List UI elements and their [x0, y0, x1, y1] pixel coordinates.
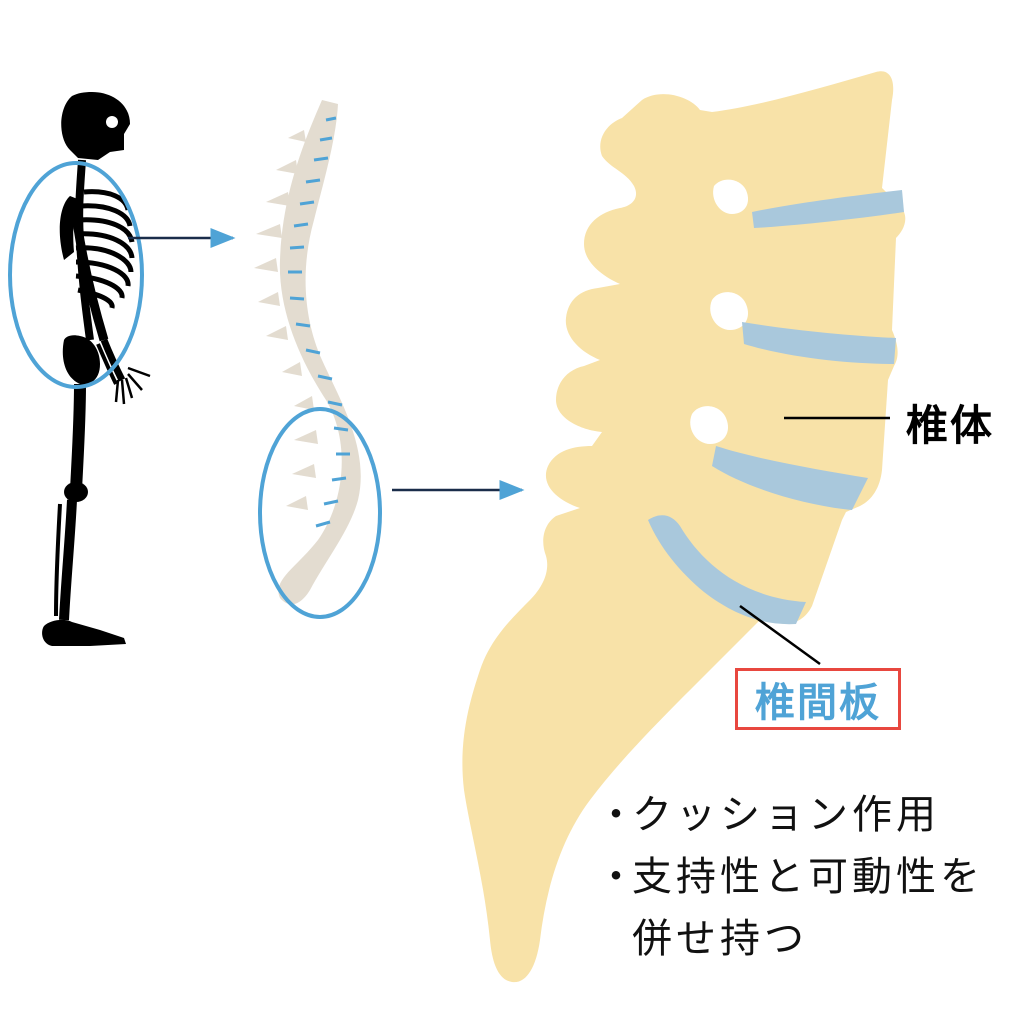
leader-intervertebral-disc — [739, 604, 821, 666]
intervertebral-disc-label-box: 椎間板 — [735, 668, 901, 730]
spine-column — [254, 100, 361, 605]
bullet: ・ — [596, 854, 640, 900]
note-item: ・クッション作用 — [596, 784, 984, 846]
note-item: ・支持性と可動性を — [596, 846, 984, 908]
vertebral-body-label: 椎体 — [906, 401, 995, 450]
note-text: 支持性と可動性を — [632, 854, 984, 900]
skeleton-side-view — [42, 92, 151, 646]
vertebrae-bone — [462, 71, 906, 983]
note-item: 併せ持つ — [596, 908, 984, 970]
lumbar-highlight-ring — [258, 407, 382, 619]
intervertebral-disc-label: 椎間板 — [755, 680, 881, 726]
notes-list: ・クッション作用 ・支持性と可動性を 併せ持つ — [596, 784, 984, 970]
lumbar-spine-closeup — [462, 71, 906, 983]
note-text: 併せ持つ — [632, 916, 808, 962]
skull — [61, 92, 130, 160]
torso-highlight-ring — [8, 161, 144, 389]
bullet: ・ — [596, 792, 640, 838]
note-text: クッション作用 — [632, 792, 940, 838]
intervertebral-discs — [648, 190, 904, 625]
